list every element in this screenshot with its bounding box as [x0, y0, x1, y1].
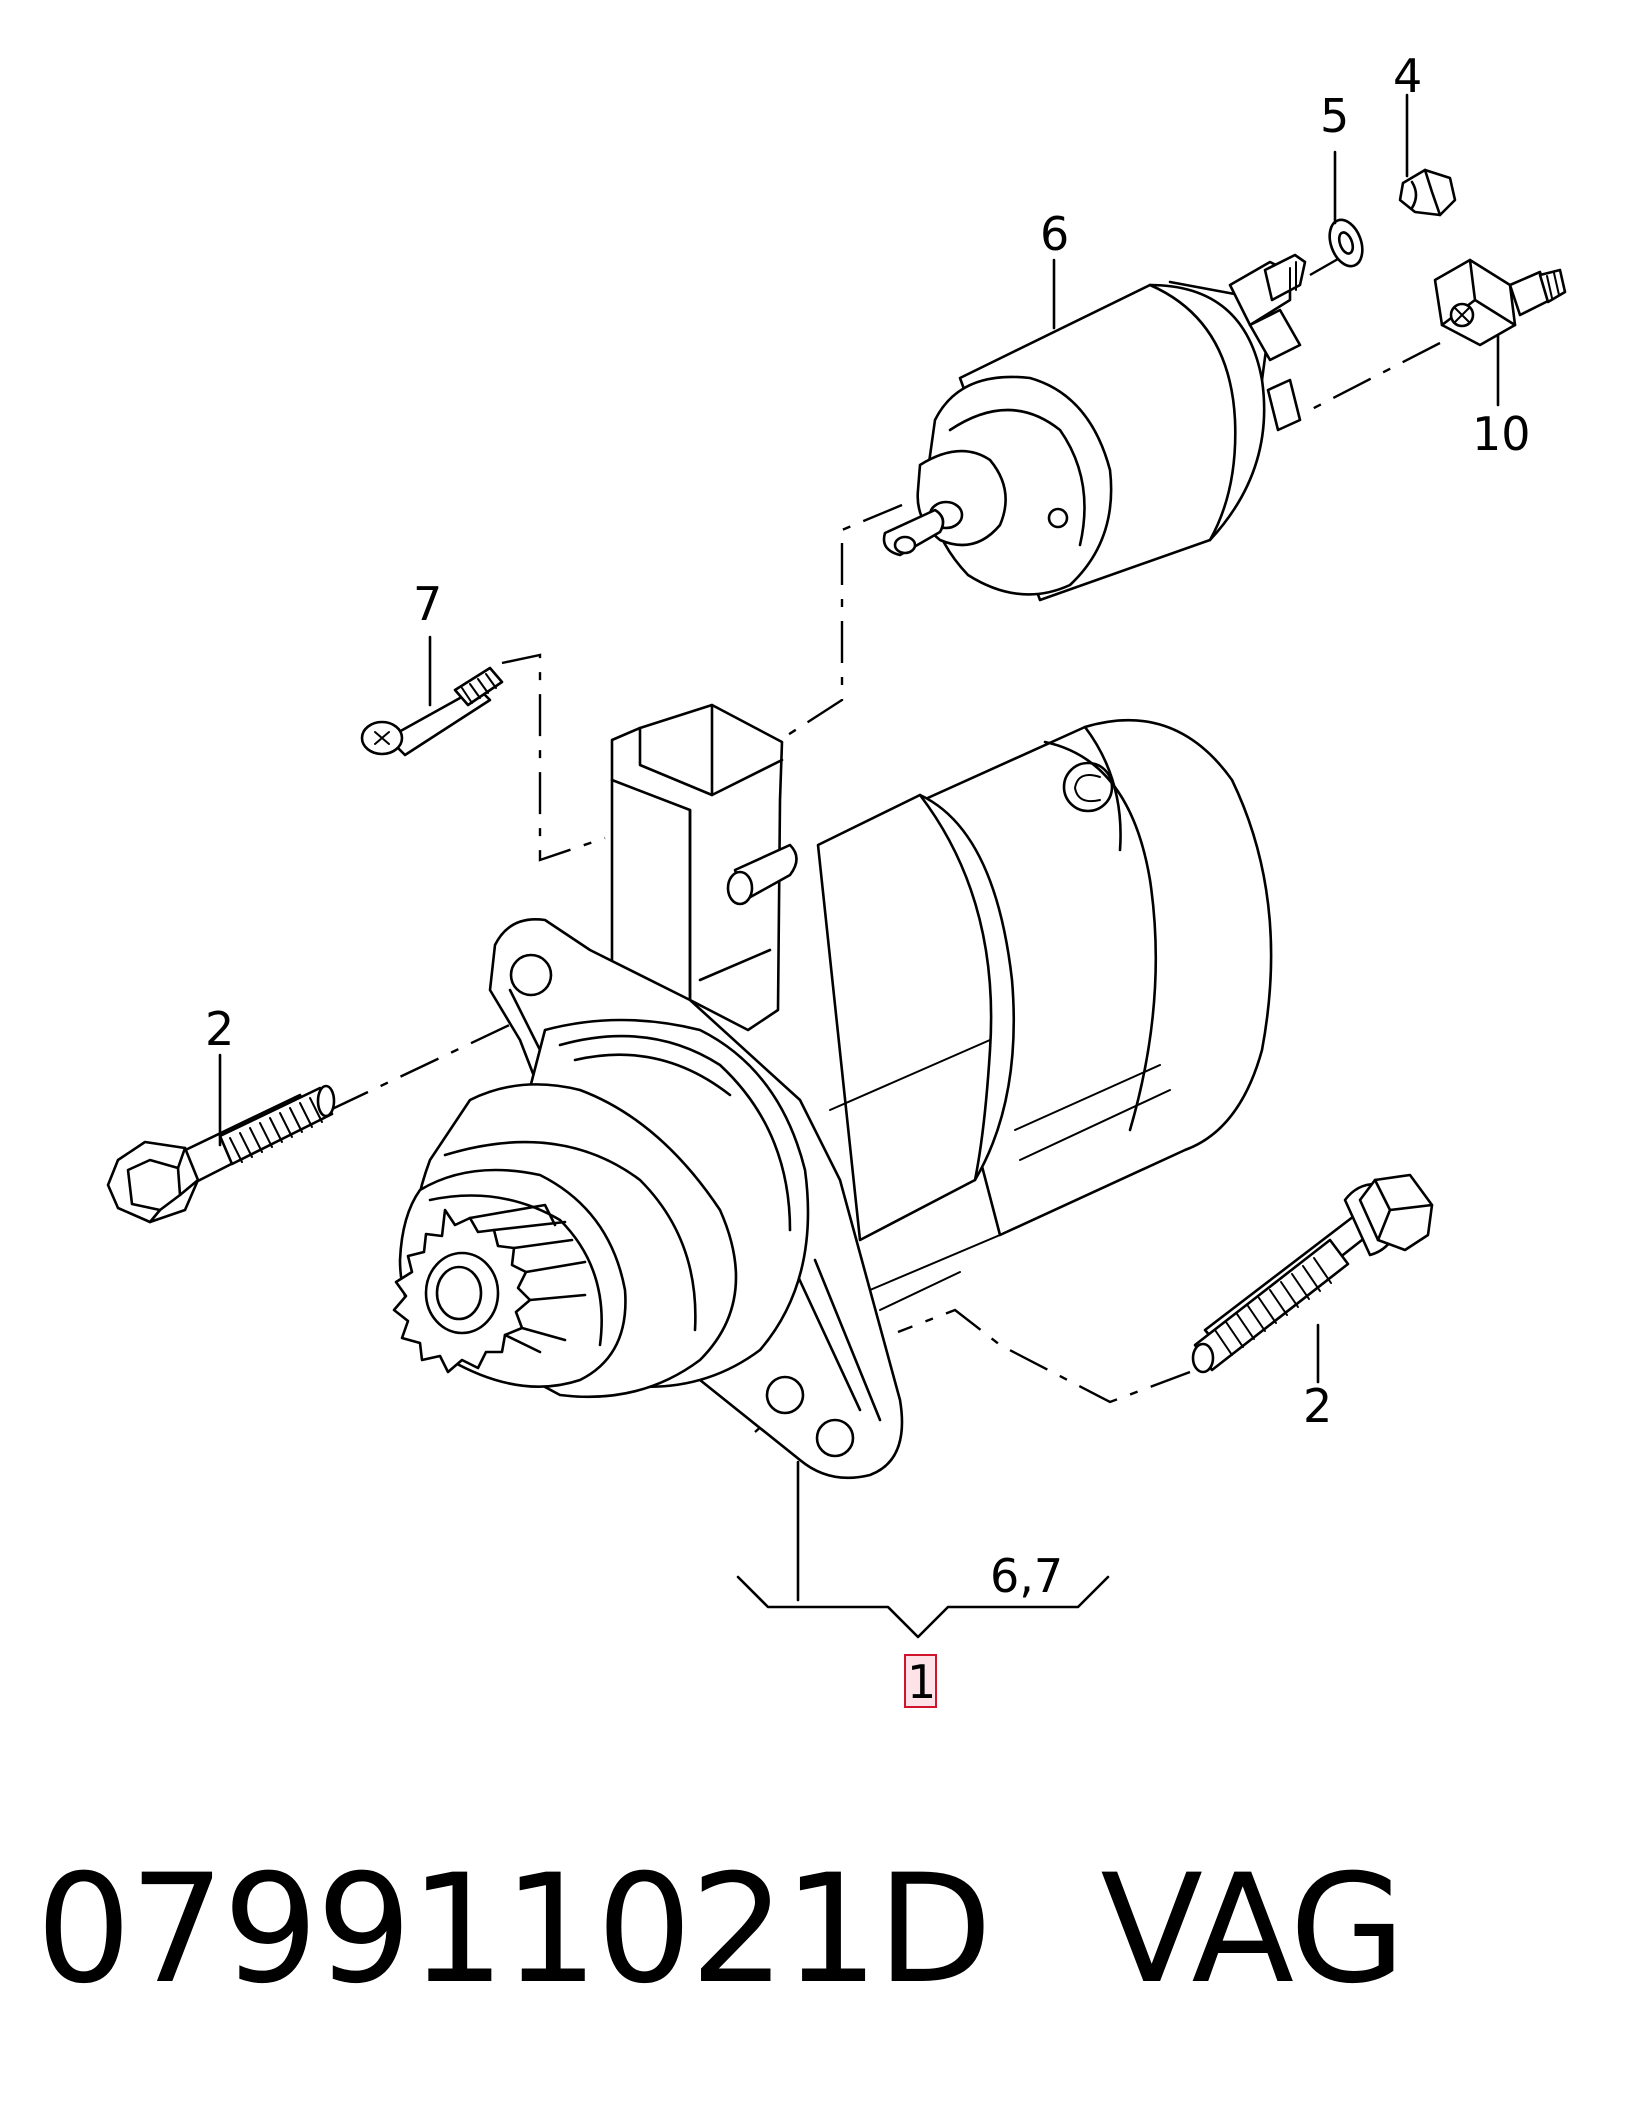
- callout-5: 5: [1320, 89, 1349, 143]
- starter-motor: [392, 703, 1273, 1480]
- callout-1: 1: [907, 1655, 936, 1709]
- solenoid: [882, 253, 1307, 602]
- screw: [360, 666, 504, 757]
- callout-10: 10: [1472, 407, 1531, 461]
- callout-7: 7: [413, 577, 442, 631]
- footer: 079911021D VAG: [36, 1840, 1406, 2020]
- pinion-gear: [392, 1203, 587, 1374]
- callout-6: 6: [1040, 207, 1069, 261]
- callout-4: 4: [1393, 49, 1422, 103]
- callout-6-7: 6,7: [990, 1549, 1063, 1603]
- bolt-left: [106, 1084, 336, 1224]
- brand-name: VAG: [1100, 1843, 1405, 2017]
- terminal-connector: [1433, 258, 1567, 347]
- washer: [1328, 218, 1364, 268]
- callout-labels: 4 5 6 10 7 2 2 6,7 1: [205, 49, 1531, 1709]
- dashed-connector-lines: [329, 253, 1441, 1433]
- exploded-parts-diagram: 4 5 6 10 7 2 2 6,7 1: [106, 49, 1567, 1709]
- callout-2-left: 2: [205, 1002, 234, 1056]
- callout-leaders: [218, 93, 1500, 1639]
- callout-2-right: 2: [1303, 1379, 1332, 1433]
- nut: [1398, 168, 1457, 217]
- part-number: 079911021D: [36, 1843, 992, 2017]
- bolt-right: [1191, 1173, 1434, 1374]
- callout-1-highlight: [904, 1654, 937, 1708]
